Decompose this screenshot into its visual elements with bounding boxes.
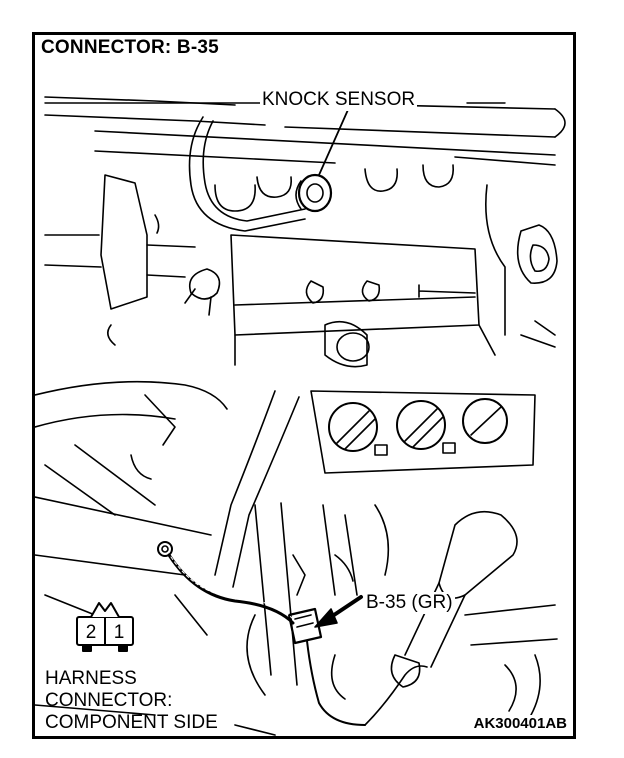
- harness-caption-line2: CONNECTOR:: [45, 690, 173, 711]
- engine-illustration: [35, 96, 566, 736]
- harness-caption-line1: HARNESS: [45, 668, 137, 689]
- lower-column-view: [35, 380, 558, 736]
- connector-b35-label: B-35 (GR): [364, 592, 455, 614]
- pin-2-label: 2: [85, 622, 97, 643]
- upper-engine-view: [44, 96, 566, 368]
- harness-caption: HARNESS CONNECTOR: COMPONENT SIDE: [45, 668, 218, 734]
- diagram-frame: CONNECTOR: B-35 KNOCK SENSOR B-35 (GR) 2…: [32, 32, 576, 739]
- harness-caption-line3: COMPONENT SIDE: [45, 712, 218, 733]
- knock-sensor-label: KNOCK SENSOR: [260, 89, 418, 111]
- harness-connector-symbol: [76, 602, 134, 652]
- page-title: CONNECTOR: B-35: [41, 37, 219, 58]
- figure-code: AK300401AB: [471, 715, 569, 732]
- pin-1-label: 1: [113, 622, 125, 643]
